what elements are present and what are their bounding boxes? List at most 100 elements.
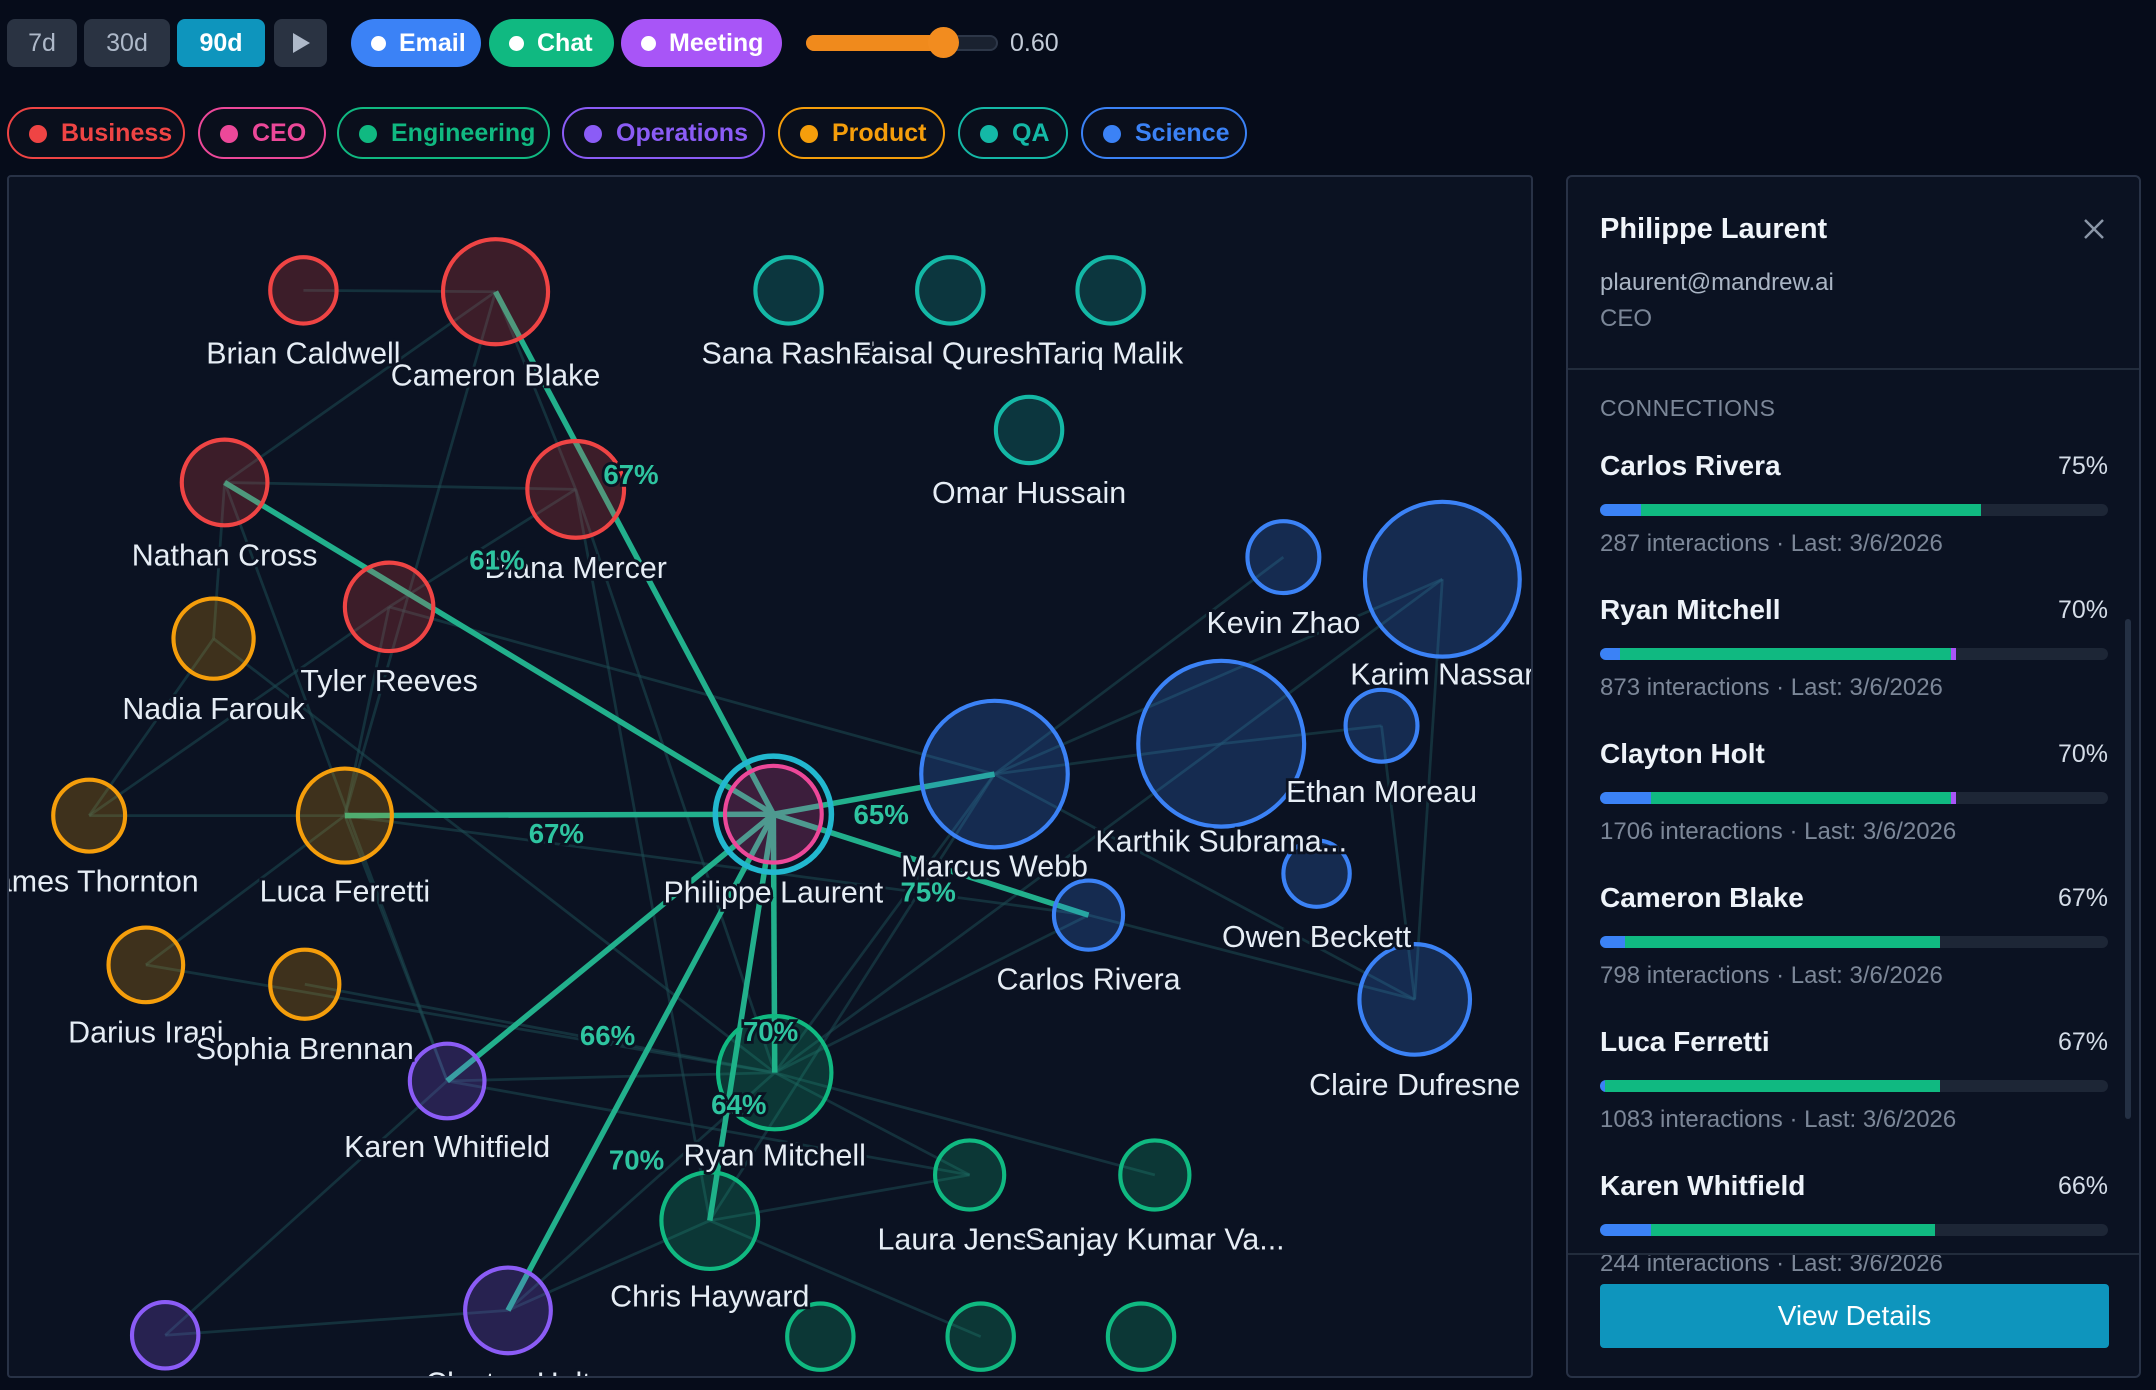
node-circle[interactable] [407,1041,487,1121]
node-circle[interactable] [753,255,824,326]
node-circle[interactable] [919,698,1070,850]
node-circle[interactable] [463,1265,553,1356]
connection-item[interactable]: Carlos Rivera 75% 287 interactions · Las… [1600,450,2108,580]
graph-node[interactable] [463,1265,553,1356]
node-circle[interactable] [1245,519,1322,596]
connection-item[interactable]: Clayton Holt 70% 1706 interactions · Las… [1600,738,2108,868]
node-circle[interactable] [179,437,270,528]
slider-thumb[interactable] [928,27,960,58]
dept-filter-ceo[interactable]: CEO [198,107,326,159]
channel-meeting-toggle[interactable]: Meeting [621,19,782,67]
graph-node[interactable] [129,1300,201,1371]
graph-node[interactable] [179,437,270,528]
graph-node[interactable] [1051,878,1126,952]
node-label: Cameron Blake [391,359,600,393]
graph-nodes[interactable] [51,237,1522,1372]
graph-node[interactable] [440,237,551,347]
dept-filter-engineering[interactable]: Engineering [337,107,550,159]
node-circle[interactable] [1136,658,1307,829]
email-segment [1600,1224,1651,1236]
connection-item[interactable]: Cameron Blake 67% 798 interactions · Las… [1600,882,2108,1012]
channel-chat-toggle[interactable]: Chat [489,19,614,67]
node-circle[interactable] [1075,255,1146,326]
node-circle[interactable] [915,255,986,326]
node-circle[interactable] [993,394,1065,466]
dept-filter-qa[interactable]: QA [958,107,1068,159]
node-circle[interactable] [785,1301,856,1372]
node-circle[interactable] [1118,1138,1192,1212]
view-details-button[interactable]: View Details [1600,1284,2109,1348]
dept-filter-operations[interactable]: Operations [562,107,765,159]
graph-node[interactable] [753,255,824,326]
close-icon[interactable] [2080,215,2108,243]
node-circle[interactable] [945,1301,1016,1372]
node-circle[interactable] [440,237,551,347]
graph-node[interactable] [51,777,128,854]
graph-node[interactable] [1281,838,1352,909]
node-circle[interactable] [659,1170,761,1272]
dept-label: Science [1135,118,1230,147]
node-circle[interactable] [715,1013,834,1132]
channel-email-toggle[interactable]: Email [351,19,481,67]
node-circle[interactable] [1343,687,1420,764]
node-circle[interactable] [933,1138,1007,1212]
graph-node[interactable] [993,394,1065,466]
node-circle[interactable] [1362,499,1522,659]
node-circle[interactable] [51,777,128,854]
node-circle[interactable] [1105,1301,1177,1372]
toolbar: 7d 30d 90d Email Chat Meeting 0.60 [0,0,2156,90]
graph-node[interactable] [342,560,436,654]
graph-node[interactable] [268,947,342,1021]
node-circle[interactable] [1281,838,1352,909]
connections-scrollbar[interactable] [2125,619,2131,1119]
graph-node[interactable] [945,1301,1016,1372]
graph-node[interactable] [171,596,256,681]
node-circle[interactable] [722,763,824,865]
graph-node[interactable] [715,1013,834,1132]
graph-node[interactable] [1136,658,1307,829]
dept-filter-product[interactable]: Product [778,107,945,159]
graph-node[interactable] [712,753,835,876]
graph-node[interactable] [295,766,394,865]
graph-node[interactable] [1362,499,1522,659]
graph-node[interactable] [915,255,986,326]
range-30d-button[interactable]: 30d [84,19,170,67]
play-button[interactable] [274,19,327,67]
node-circle[interactable] [1357,942,1473,1057]
graph-node[interactable] [268,255,339,326]
node-circle[interactable] [106,925,186,1005]
graph-node[interactable] [1357,942,1473,1057]
graph-node[interactable] [1118,1138,1192,1212]
graph-node[interactable] [1105,1301,1177,1372]
graph-node[interactable] [1343,687,1420,764]
graph-node[interactable] [106,925,186,1005]
range-7d-button[interactable]: 7d [7,19,77,67]
graph-node[interactable] [659,1170,761,1272]
range-90d-button[interactable]: 90d [177,19,265,67]
node-circle[interactable] [295,766,394,865]
connections-list[interactable]: Carlos Rivera 75% 287 interactions · Las… [1600,450,2108,1376]
connection-item[interactable]: Luca Ferretti 67% 1083 interactions · La… [1600,1026,2108,1156]
node-circle[interactable] [342,560,436,654]
graph-node[interactable] [933,1138,1007,1212]
node-circle[interactable] [129,1300,201,1371]
node-circle[interactable] [268,255,339,326]
connection-item[interactable]: Karen Whitfield 66% 244 interactions · L… [1600,1170,2108,1300]
graph-node[interactable] [785,1301,856,1372]
node-circle[interactable] [268,947,342,1021]
graph-node[interactable] [1075,255,1146,326]
dept-filter-science[interactable]: Science [1081,107,1247,159]
node-circle[interactable] [525,438,627,540]
threshold-slider[interactable] [806,27,998,58]
graph-node[interactable] [1245,519,1322,596]
node-circle[interactable] [1051,878,1126,952]
connection-item[interactable]: Ryan Mitchell 70% 873 interactions · Las… [1600,594,2108,724]
graph-node[interactable] [525,438,627,540]
graph-node[interactable] [919,698,1070,850]
graph-node[interactable] [407,1041,487,1121]
background-edge [993,577,1443,776]
node-circle[interactable] [171,596,256,681]
dept-filter-business[interactable]: Business [7,107,185,159]
